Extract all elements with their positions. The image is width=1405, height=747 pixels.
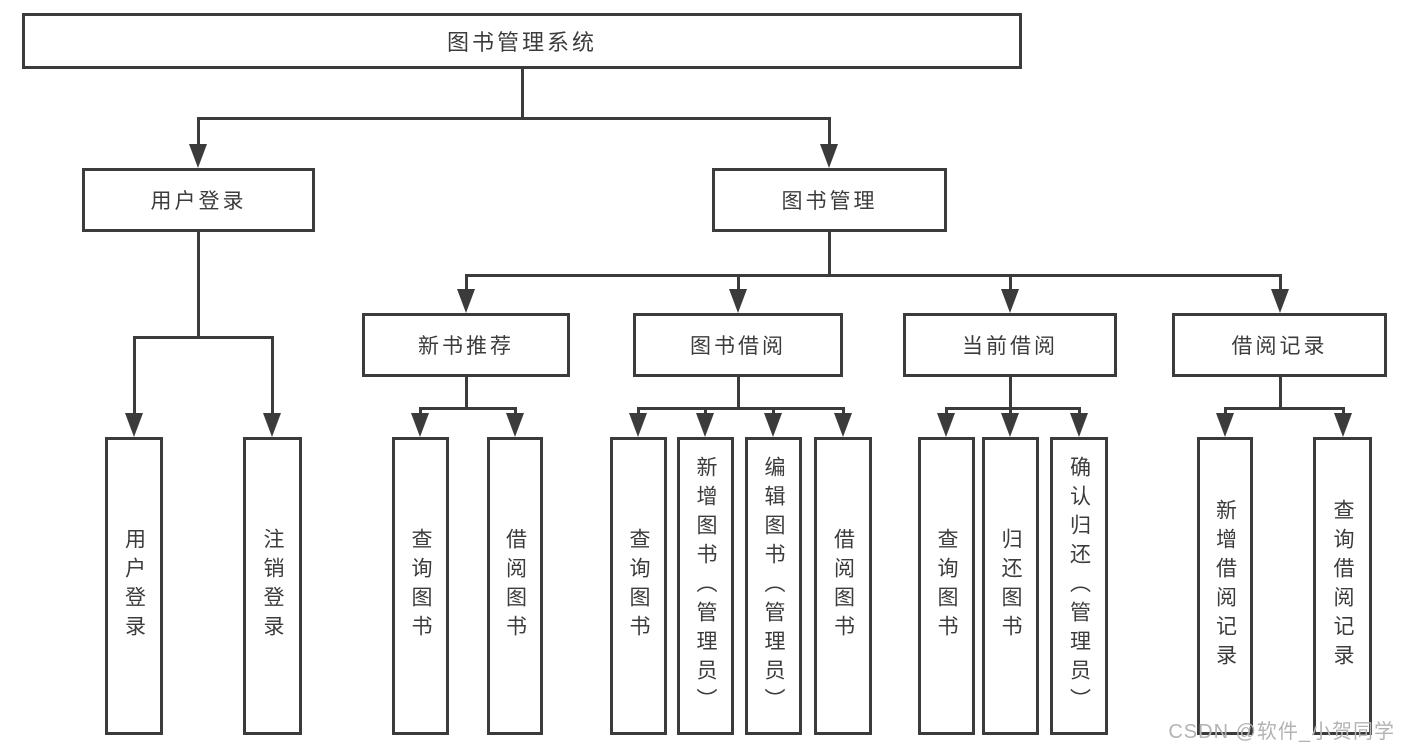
connector-line: [944, 407, 948, 415]
node-user-login: 用户登录: [82, 168, 315, 232]
leaf-label: 借阅图书: [831, 528, 855, 644]
leaf-label: 新增借阅记录: [1213, 499, 1237, 673]
arrow-down-icon: [1001, 413, 1019, 437]
arrow-down-icon: [411, 413, 429, 437]
arrow-down-icon: [764, 413, 782, 437]
leaf-user-login: 用户登录: [105, 437, 163, 735]
connector-line: [132, 336, 136, 416]
arrow-down-icon: [696, 413, 714, 437]
node-library-management-system: 图书管理系统: [22, 13, 1022, 69]
leaf-label: 查询图书: [409, 528, 432, 644]
connector-line: [196, 232, 200, 336]
arrow-down-icon: [820, 144, 838, 168]
connector-line: [736, 274, 740, 292]
node-new-book-recommend: 新书推荐: [362, 313, 570, 377]
leaf-borrow-books-2: 借阅图书: [814, 437, 872, 735]
connector-line: [1278, 377, 1282, 407]
connector-line: [841, 407, 845, 415]
leaf-label: 确认归还（管理员）: [1067, 455, 1091, 717]
connector-line: [197, 117, 831, 120]
leaf-query-books: 查询图书: [392, 437, 449, 735]
leaf-return-books: 归还图书: [982, 437, 1039, 735]
connector-line: [1008, 274, 1012, 292]
leaf-confirm-return-admin: 确认归还（管理员）: [1050, 437, 1108, 735]
connector-line: [418, 407, 422, 415]
connector-line: [1278, 274, 1282, 292]
arrow-down-icon: [457, 289, 475, 313]
node-book-management: 图书管理: [712, 168, 947, 232]
connector-line: [464, 274, 468, 292]
arrow-down-icon: [1271, 289, 1289, 313]
node-current-borrowing: 当前借阅: [903, 313, 1117, 377]
arrow-down-icon: [263, 413, 281, 437]
arrow-down-icon: [1070, 413, 1088, 437]
arrow-down-icon: [189, 144, 207, 168]
leaf-label: 查询图书: [627, 528, 650, 644]
connector-line: [827, 232, 831, 274]
arrow-down-icon: [937, 413, 955, 437]
leaf-query-borrow-record: 查询借阅记录: [1313, 437, 1372, 735]
leaf-edit-books-admin: 编辑图书（管理员）: [745, 437, 802, 735]
arrow-down-icon: [834, 413, 852, 437]
arrow-down-icon: [1001, 289, 1019, 313]
leaf-label: 注销登录: [261, 528, 284, 644]
leaf-add-books-admin: 新增图书（管理员）: [677, 437, 734, 735]
node-borrowing-records: 借阅记录: [1172, 313, 1387, 377]
connector-line: [703, 407, 707, 415]
leaf-query-books-2: 查询图书: [610, 437, 667, 735]
leaf-label: 归还图书: [999, 528, 1022, 644]
leaf-borrow-books: 借阅图书: [487, 437, 543, 735]
connector-line: [1077, 407, 1081, 415]
node-book-borrowing: 图书借阅: [633, 313, 843, 377]
connector-line: [420, 407, 515, 410]
arrow-down-icon: [125, 413, 143, 437]
connector-line: [1341, 407, 1345, 415]
leaf-add-borrow-record: 新增借阅记录: [1197, 437, 1253, 735]
connector-line: [1225, 407, 1343, 410]
leaf-label: 新增图书（管理员）: [694, 455, 717, 717]
arrow-down-icon: [506, 413, 524, 437]
leaf-label: 借阅图书: [503, 528, 527, 644]
arrow-down-icon: [1216, 413, 1234, 437]
connector-line: [134, 336, 272, 339]
connector-line: [736, 377, 740, 407]
connector-line: [270, 336, 274, 416]
connector-line: [1008, 377, 1012, 407]
connector-line: [1008, 407, 1012, 415]
connector-line: [946, 407, 1079, 410]
arrow-down-icon: [1334, 413, 1352, 437]
leaf-logout: 注销登录: [243, 437, 302, 735]
leaf-label: 用户登录: [122, 528, 146, 644]
connector-line: [196, 117, 200, 147]
arrow-down-icon: [629, 413, 647, 437]
leaf-label: 查询借阅记录: [1331, 499, 1354, 673]
connector-line: [1223, 407, 1227, 415]
arrow-down-icon: [729, 289, 747, 313]
connector-line: [466, 274, 1280, 277]
leaf-label: 编辑图书（管理员）: [762, 455, 785, 717]
connector-line: [520, 69, 524, 117]
connector-line: [636, 407, 640, 415]
connector-line: [464, 377, 468, 409]
connector-line: [638, 407, 843, 410]
csdn-watermark: CSDN @软件_小贺同学: [1168, 721, 1395, 743]
leaf-query-books-3: 查询图书: [918, 437, 975, 735]
connector-line: [771, 407, 775, 415]
connector-line: [513, 407, 517, 415]
connector-line: [827, 117, 831, 147]
leaf-label: 查询图书: [935, 528, 958, 644]
